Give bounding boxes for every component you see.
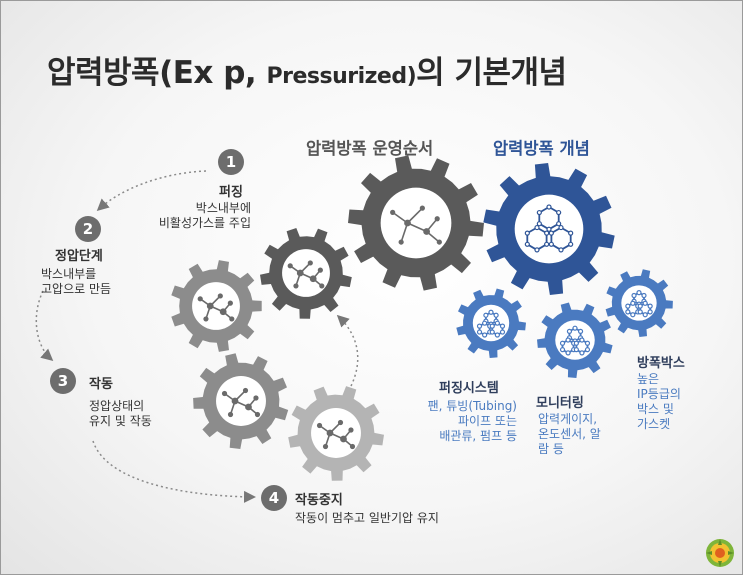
step-2-number: 2 (75, 216, 101, 242)
process-header: 압력방폭 운영순서 (306, 139, 434, 158)
hexagon-network-icon (559, 325, 591, 356)
gear-process-low (193, 353, 289, 449)
concept-3-title: 방폭박스 (637, 356, 685, 371)
concept-2-desc-line: 람 등 (538, 442, 564, 456)
logo-icon (706, 539, 734, 567)
step-4-desc-line: 작동이 멈추고 일반기압 유지 (295, 511, 439, 525)
arrow-2-to-3 (35, 290, 54, 361)
concept-3-desc: 높은 IP등급의 박스 및 가스켓 (637, 372, 681, 432)
gear-process-large (348, 155, 484, 291)
gear-concept-1 (456, 288, 526, 358)
gear-process-faded (288, 386, 384, 481)
step-1-desc-line: 박스내부에 (195, 201, 251, 215)
step-2-desc-line: 고압으로 만듬 (41, 282, 112, 296)
molecule-icon (197, 293, 235, 322)
concept-1-desc-line: 파이프 또는 (457, 414, 517, 428)
concept-3-desc-line: 가스켓 (637, 417, 671, 431)
concept-2-desc-line: 압력게이지, (538, 412, 598, 426)
step-1-number: 1 (218, 149, 244, 175)
hexagon-network-icon (625, 290, 653, 318)
step-2-desc-line: 박스내부를 (41, 267, 97, 281)
gear-process-mid (260, 228, 352, 319)
step-1-title: 퍼징 (219, 185, 243, 200)
concept-3-desc-line: 높은 (637, 372, 660, 386)
hexagon-network-icon (476, 309, 506, 338)
arrow-4-to-up (336, 314, 359, 387)
concept-2-desc: 압력게이지, 온도센서, 알 람 등 (538, 412, 601, 457)
step-4-desc: 작동이 멈추고 일반기압 유지 (295, 511, 439, 526)
step-2-title: 정압단계 (55, 249, 103, 264)
step-4-title: 작동중지 (295, 493, 343, 508)
step-1-desc-line: 비활성가스를 주입 (158, 216, 251, 230)
gear-concept-main (483, 163, 615, 295)
hexagon-network-icon (524, 204, 574, 253)
gear-process-left (171, 260, 262, 352)
step-1-desc: 박스내부에 비활성가스를 주입 (139, 201, 251, 231)
molecule-icon (221, 387, 261, 418)
concept-1-desc: 팬, 튜빙(Tubing) 파이프 또는 배관류, 펌프 등 (411, 399, 517, 444)
step-3-desc-line: 유지 및 작동 (89, 414, 152, 428)
gear-concept-2 (537, 302, 613, 378)
step-2-desc: 박스내부를 고압으로 만듬 (41, 267, 111, 297)
title-main: 압력방폭(Ex p, (47, 55, 257, 91)
concept-1-title: 퍼징시스템 (439, 381, 499, 396)
molecule-icon (287, 260, 325, 289)
arrow-3-to-4 (92, 440, 256, 503)
title-sub: Pressurized) (266, 64, 417, 89)
step-4-number: 4 (261, 485, 287, 511)
concept-2-title: 모니터링 (536, 396, 584, 411)
page-title: 압력방폭(Ex p, Pressurized)의 기본개념 (47, 47, 567, 92)
step-3-desc: 정압상태의 유지 및 작동 (89, 399, 152, 429)
step-3-desc-line: 정압상태의 (89, 399, 145, 413)
step-3-number: 3 (50, 368, 76, 394)
concept-header: 압력방폭 개념 (493, 139, 590, 158)
step-3-title: 작동 (89, 377, 113, 392)
concept-2-desc-line: 온도센서, 알 (538, 427, 601, 441)
gear-concept-3 (605, 269, 673, 337)
molecule-icon (390, 205, 442, 245)
arrow-1-to-2 (96, 170, 207, 212)
title-suffix: 의 기본개념 (416, 55, 567, 91)
concept-1-desc-line: 팬, 튜빙(Tubing) (427, 399, 517, 413)
concept-1-desc-line: 배관류, 펌프 등 (439, 429, 517, 443)
molecule-icon (316, 419, 356, 450)
concept-3-desc-line: 박스 및 (637, 402, 674, 416)
concept-3-desc-line: IP등급의 (637, 387, 681, 401)
